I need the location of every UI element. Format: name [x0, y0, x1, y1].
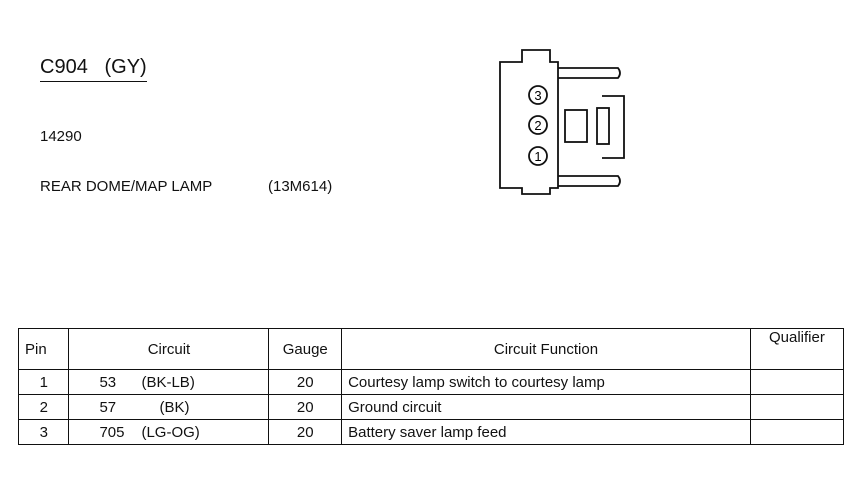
header-gauge: Gauge [268, 328, 343, 370]
circuit-color: (BK-LB) [141, 373, 195, 391]
header-function: Circuit Function [341, 328, 751, 370]
row-pin: 3 [17, 419, 70, 445]
connector-housing [499, 49, 559, 195]
row-function: Courtesy lamp switch to courtesy lamp [341, 369, 751, 395]
row-gauge: 20 [268, 419, 343, 445]
key-block [564, 109, 588, 143]
connector-code: (13M614) [268, 178, 333, 195]
row-circuit: 705 (LG-OG) [68, 419, 270, 445]
latch-top [558, 67, 621, 79]
part-number: 14290 [40, 128, 82, 145]
latch-bottom [558, 175, 621, 187]
table-row: 3 705 (LG-OG) 20 Battery saver lamp feed [17, 419, 844, 445]
header-pin: Pin [17, 328, 70, 370]
row-gauge: 20 [268, 394, 343, 420]
pin-2-label: 2 [534, 118, 541, 133]
pin-3-circle [528, 85, 548, 105]
row-qualifier [749, 394, 844, 420]
latch-side [602, 95, 625, 159]
circuit-color: (BK) [159, 398, 190, 416]
connector-face-diagram: 3 2 1 [499, 49, 625, 195]
row-function: Battery saver lamp feed [341, 419, 751, 445]
circuit-number: 53 [99, 373, 117, 391]
row-circuit: 57 (BK) [68, 394, 270, 420]
row-pin: 2 [17, 394, 70, 420]
row-qualifier [749, 369, 844, 395]
pin-1-label: 1 [534, 149, 541, 164]
row-gauge: 20 [268, 369, 343, 395]
circuit-number: 705 [99, 423, 125, 441]
row-qualifier [749, 419, 844, 445]
pin-table: Pin Circuit Gauge Circuit Function Quali… [17, 328, 844, 445]
row-pin: 1 [17, 369, 70, 395]
key-slot [596, 107, 610, 145]
row-function: Ground circuit [341, 394, 751, 420]
pin-2-circle [528, 115, 548, 135]
circuit-color: (LG-OG) [141, 423, 200, 441]
connector-title: C904 (GY) [40, 56, 147, 82]
table-row: 2 57 (BK) 20 Ground circuit [17, 394, 844, 420]
header-qualifier: Qualifier [749, 328, 844, 370]
table-row: 1 53 (BK-LB) 20 Courtesy lamp switch to c… [17, 369, 844, 395]
pin-1-circle [528, 146, 548, 166]
pin-3-label: 3 [534, 88, 541, 103]
header-circuit: Circuit [68, 328, 270, 370]
table-header-row: Pin Circuit Gauge Circuit Function Quali… [17, 328, 844, 370]
circuit-number: 57 [99, 398, 117, 416]
row-circuit: 53 (BK-LB) [68, 369, 270, 395]
connector-description: REAR DOME/MAP LAMP [40, 178, 213, 195]
